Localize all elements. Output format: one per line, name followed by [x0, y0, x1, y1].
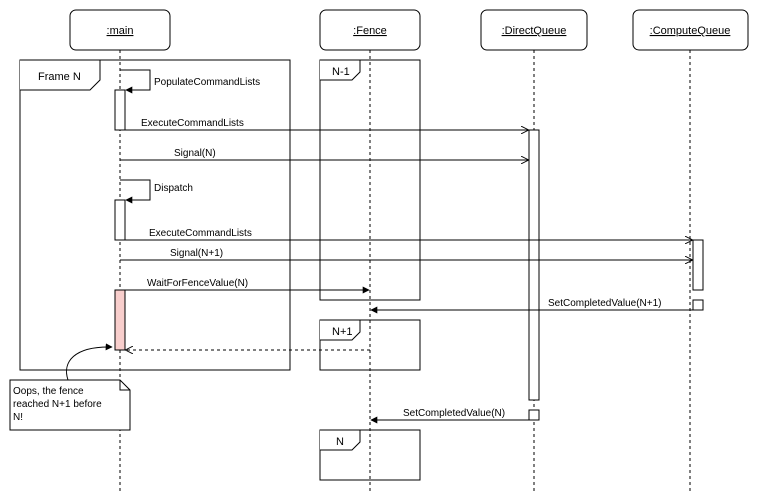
- message-dispatch: Dispatch: [120, 179, 193, 204]
- message-signal-n-plus-1-label: Signal(N+1): [170, 248, 223, 259]
- message-execute-direct-label: ExecuteCommandLists: [141, 118, 244, 129]
- fence-state-n: N: [319, 429, 421, 481]
- frame-n-label: Frame N: [38, 71, 81, 83]
- message-execute-direct: ExecuteCommandLists: [125, 118, 528, 130]
- note-fence-race: Oops, the fence reached N+1 before N!: [9, 379, 131, 431]
- participant-main[interactable]: :main: [69, 9, 171, 51]
- fence-state-n-label: N: [336, 436, 344, 448]
- fence-state-n-minus-1: N-1: [319, 59, 421, 301]
- activation-compute-queue: [692, 239, 704, 291]
- message-populate-command-lists: PopulateCommandLists: [120, 69, 260, 94]
- message-populate-label: PopulateCommandLists: [154, 77, 260, 88]
- participant-direct-queue[interactable]: :DirectQueue: [480, 9, 588, 51]
- message-execute-compute: ExecuteCommandLists: [125, 228, 692, 240]
- note-connector: [66, 343, 113, 381]
- participant-fence[interactable]: :Fence: [319, 9, 421, 51]
- fence-state-n-minus-1-label: N-1: [332, 66, 350, 78]
- participant-fence-label: :Fence: [353, 25, 387, 37]
- note-line-2: reached N+1 before: [13, 399, 102, 410]
- participant-compute-queue-label: :ComputeQueue: [650, 25, 731, 37]
- note-line-1: Oops, the fence: [13, 386, 84, 397]
- message-signal-n: Signal(N): [120, 148, 528, 160]
- activation-main-waiting: [114, 289, 126, 351]
- activation-main-populate: [114, 89, 126, 131]
- message-wait-label: WaitForFenceValue(N): [147, 278, 248, 289]
- message-signal-n-plus-1: Signal(N+1): [120, 248, 692, 260]
- participant-compute-queue[interactable]: :ComputeQueue: [632, 9, 749, 51]
- participant-main-label: :main: [107, 25, 134, 37]
- message-dispatch-label: Dispatch: [154, 183, 193, 194]
- participant-direct-queue-label: :DirectQueue: [502, 25, 567, 37]
- fence-state-n-plus-1: N+1: [319, 319, 421, 371]
- activation-direct-queue: [528, 129, 540, 401]
- activation-main-dispatch: [114, 199, 126, 241]
- message-wait-for-fence-value: WaitForFenceValue(N): [125, 278, 370, 294]
- message-signal-n-label: Signal(N): [174, 148, 216, 159]
- message-set-completed-n-label: SetCompletedValue(N): [403, 408, 505, 419]
- message-set-completed-n-plus-1: SetCompletedValue(N+1): [370, 298, 693, 314]
- fence-state-n-plus-1-label: N+1: [332, 326, 353, 338]
- message-set-completed-n: SetCompletedValue(N): [370, 408, 529, 424]
- activation-compute-queue-complete: [692, 299, 704, 311]
- message-set-completed-n-plus-1-label: SetCompletedValue(N+1): [548, 298, 662, 309]
- message-execute-compute-label: ExecuteCommandLists: [149, 228, 252, 239]
- frame-n: Frame N: [19, 59, 291, 371]
- activation-direct-queue-complete: [528, 409, 540, 421]
- note-line-3: N!: [13, 412, 23, 423]
